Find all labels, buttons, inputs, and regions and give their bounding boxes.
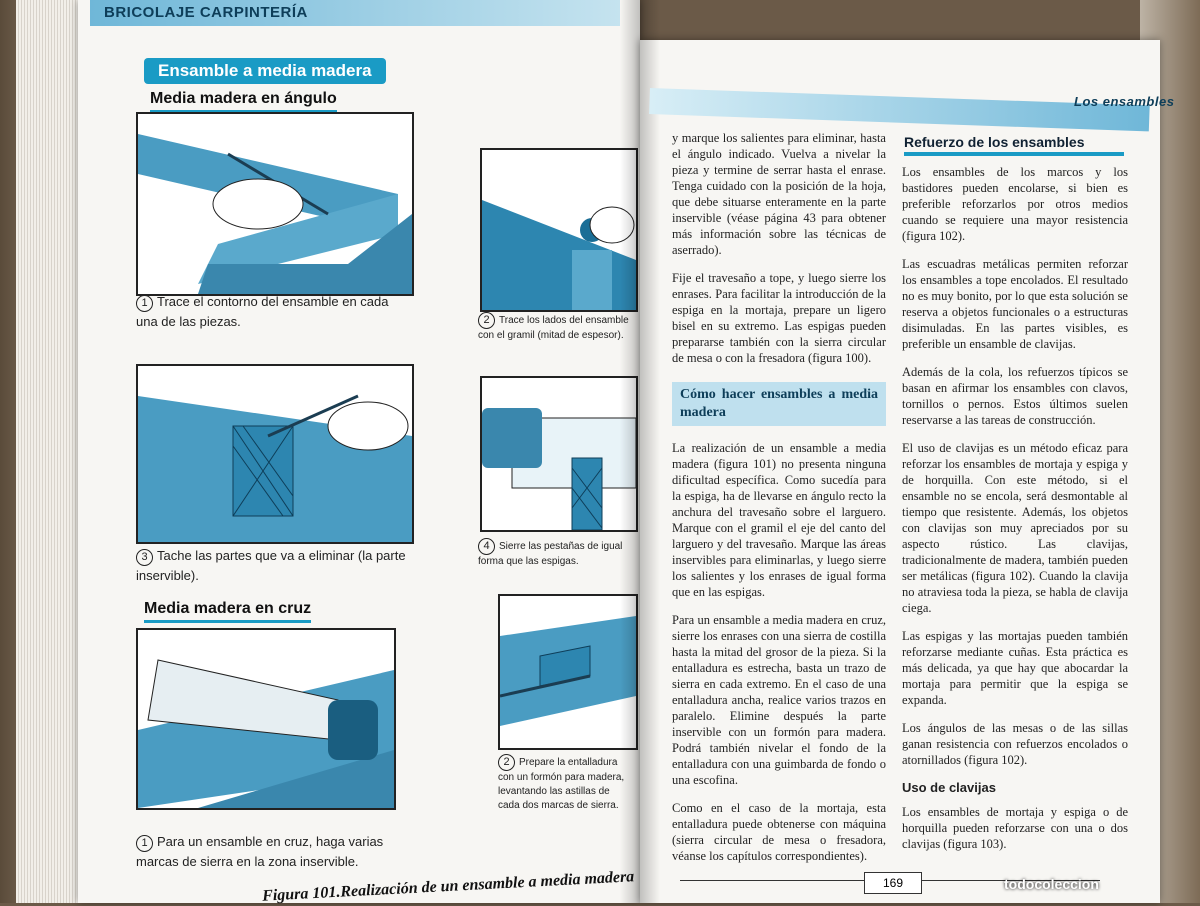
illustration-mark-waste: [136, 364, 414, 544]
illustration-trace-contour: [136, 112, 414, 296]
right-column-1: y marque los salientes para eliminar, ha…: [672, 130, 886, 876]
paragraph: Fije el travesaño a tope, y luego sierre…: [672, 271, 886, 365]
gauge-svg: [482, 150, 636, 310]
caption-text: Sierre las pestañas de igual forma que l…: [478, 541, 623, 567]
paragraph: y marque los salientes para eliminar, ha…: [672, 131, 886, 257]
paragraph: Las espigas y las mortajas pueden tambié…: [902, 629, 1128, 707]
mark-waste-svg: [138, 366, 412, 542]
caption-text: Para un ensamble en cruz, haga varias ma…: [136, 834, 384, 869]
right-header-text: Los ensambles: [1074, 94, 1175, 109]
subheading: Uso de clavijas: [902, 780, 996, 795]
section-title: Ensamble a media madera: [144, 58, 386, 84]
paragraph: Los ensambles de mortaja y espiga o de h…: [902, 805, 1128, 851]
paragraph: Como en el caso de la mortaja, esta enta…: [672, 801, 886, 863]
paragraph: La realización de un ensamble a media ma…: [672, 441, 886, 599]
paragraph: Las escuadras metálicas permiten reforza…: [902, 257, 1128, 351]
page-number: 169: [864, 872, 922, 894]
subtitle-cross: Media madera en cruz: [144, 600, 312, 623]
caption-text: Trace los lados del ensamble con el gram…: [478, 315, 629, 341]
wood-marking-svg: [138, 114, 412, 294]
book-gutter: [620, 0, 660, 903]
paragraph: Para un ensamble a media madera en cruz,…: [672, 613, 886, 787]
illustration-cross-saw: [136, 628, 396, 810]
page-edges: [16, 0, 86, 903]
paragraph: Además de la cola, los refuerzos típicos…: [902, 365, 1128, 427]
paragraph: Los ángulos de las mesas o de las sillas…: [902, 721, 1128, 767]
caption-number: 3: [136, 549, 153, 566]
saw-cheeks-svg: [482, 378, 636, 530]
section-heading-box: Cómo hacer ensambles a media madera: [672, 382, 886, 426]
caption-text: Prepare la entalladura con un formón par…: [498, 757, 625, 811]
caption-number: 1: [136, 835, 153, 852]
chisel-svg: [500, 596, 636, 748]
paragraph: El uso de clavijas es un método eficaz p…: [902, 441, 1128, 615]
right-column-2: Los ensambles de los marcos y los bastid…: [902, 164, 1128, 864]
watermark: todocoleccion: [1004, 876, 1099, 892]
caption-number: 2: [478, 312, 495, 329]
cross-saw-svg: [138, 630, 394, 808]
illustration-gauge: [480, 148, 638, 312]
reinforcement-heading: Refuerzo de los ensambles: [904, 134, 1085, 150]
heading-underline: [904, 152, 1124, 156]
right-page: [640, 40, 1160, 903]
caption-number: 1: [136, 295, 153, 312]
illustration-chisel: [498, 594, 638, 750]
illustration-saw-cheeks: [480, 376, 638, 532]
paragraph: Los ensambles de los marcos y los bastid…: [902, 165, 1128, 243]
section-heading: Cómo hacer ensambles a media madera: [680, 387, 878, 420]
caption-text: Tache las partes que va a eliminar (la p…: [136, 548, 406, 583]
caption-number: 2: [498, 754, 515, 771]
caption-number: 4: [478, 538, 495, 555]
caption-text: Trace el contorno del ensamble en cada u…: [136, 294, 389, 329]
left-header-text: BRICOLAJE CARPINTERÍA: [104, 4, 308, 21]
left-header-band: [90, 0, 620, 26]
subtitle-angle: Media madera en ángulo: [150, 90, 337, 113]
